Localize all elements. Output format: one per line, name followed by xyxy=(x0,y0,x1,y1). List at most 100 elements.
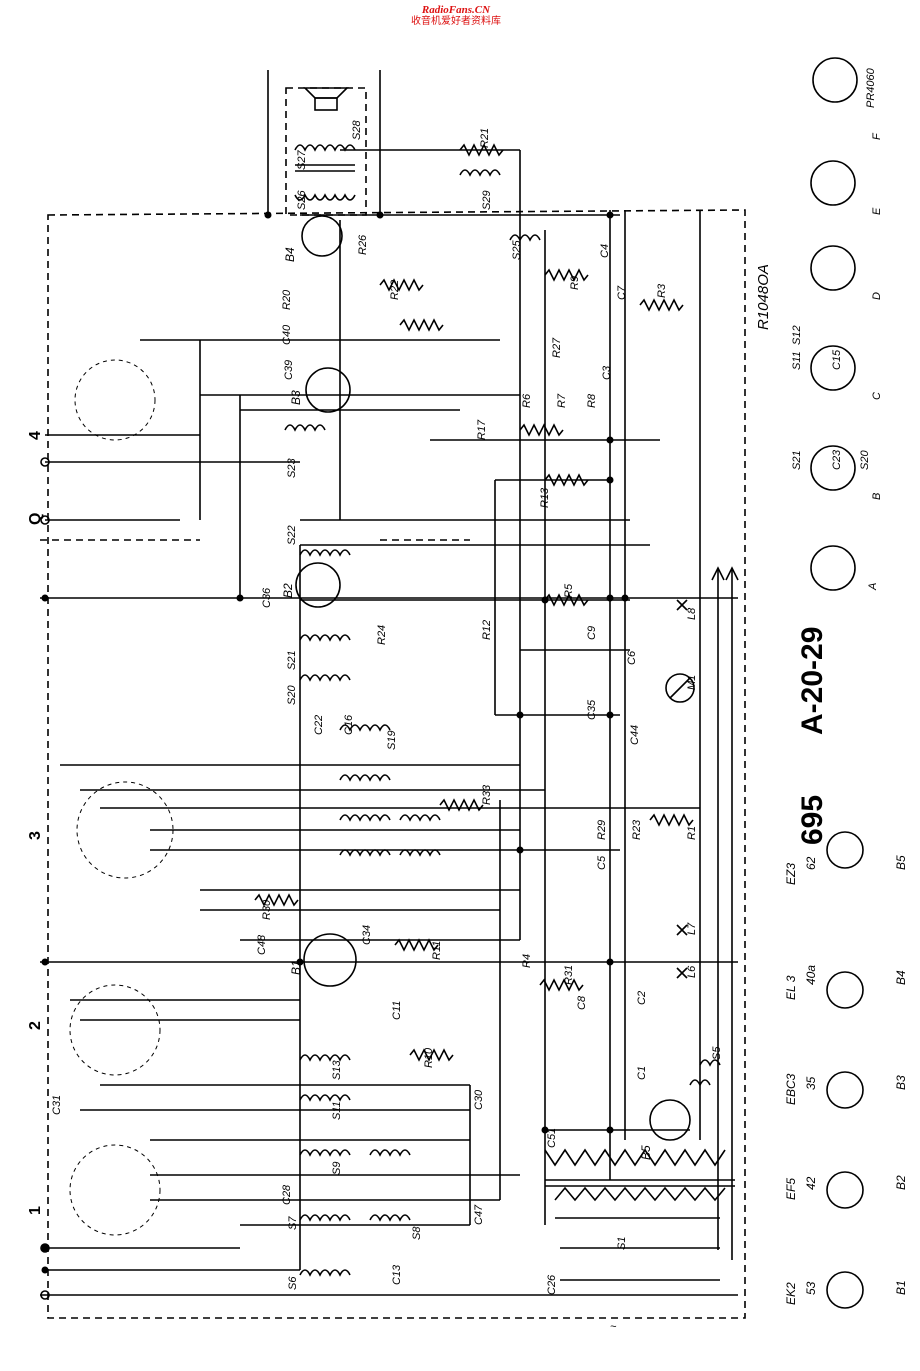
label-s22: S22 xyxy=(286,525,298,545)
label-c22: C22 xyxy=(313,715,325,735)
label-s23: S23 xyxy=(286,458,298,478)
label-r33: R33 xyxy=(481,784,493,805)
coil-unit-c-s12: S12 xyxy=(791,325,803,345)
label-c30: C30 xyxy=(473,1089,485,1110)
coil-unit-d: D xyxy=(871,292,883,300)
label-r17: R17 xyxy=(476,419,488,440)
label-c13: C13 xyxy=(391,1264,403,1285)
coil-unit-b: B xyxy=(871,493,883,500)
tube-pinno-b2: 42 xyxy=(804,1176,818,1190)
label-c7: C7 xyxy=(616,285,628,300)
tube-type-b3: EBC3 xyxy=(784,1073,798,1105)
label-r30: R30 xyxy=(261,899,273,920)
label-r1: R1 xyxy=(686,826,698,840)
label-s26: S26 xyxy=(296,190,308,210)
label-s29: S29 xyxy=(481,190,493,210)
label-l7: L7 xyxy=(686,922,698,935)
speaker-symbol xyxy=(303,87,349,111)
label-r20: R20 xyxy=(281,289,293,310)
tube-label-b3: B3 xyxy=(289,390,303,405)
label-s5: S5 xyxy=(711,1046,723,1060)
label-r10: R10 xyxy=(423,1047,435,1068)
label-s25: S25 xyxy=(511,240,523,260)
label-s1: S1 xyxy=(616,1237,628,1250)
label-r9: R9 xyxy=(569,276,581,290)
label-s19: S19 xyxy=(386,730,398,750)
watermark-site: RadioFans.CN xyxy=(421,4,491,16)
label-c35: C35 xyxy=(586,699,598,720)
label-c4: C4 xyxy=(599,244,611,258)
coil-unit-a: A xyxy=(867,583,879,591)
label-c3: C3 xyxy=(601,365,613,380)
mains-symbol: ~ xyxy=(610,1321,617,1333)
model-number: 695 xyxy=(796,795,829,845)
tube-id-b5: B5 xyxy=(894,855,908,870)
tuning-meter-symbol xyxy=(665,673,695,703)
wafer-label-q: Q xyxy=(27,513,44,525)
label-c39: C39 xyxy=(283,360,295,380)
label-r4: R4 xyxy=(521,954,533,968)
tube-base-diagrams: EZ3 62 B5 EL 3 40a B4 EBC3 35 B3 EF5 42 … xyxy=(784,831,908,1309)
label-c9: C9 xyxy=(586,626,598,640)
label-s8: S8 xyxy=(411,1226,423,1240)
tube-label-b2: B2 xyxy=(281,583,295,598)
wafer-label-3: 3 xyxy=(27,831,44,840)
label-c34: C34 xyxy=(361,925,373,945)
tube-label-b4: B4 xyxy=(283,247,297,262)
tube-type-b4: EL 3 xyxy=(784,975,798,1000)
coil-symbols xyxy=(284,169,721,1277)
label-r29: R29 xyxy=(596,820,608,840)
label-s27: S27 xyxy=(296,150,308,170)
tube-type-b5: EZ3 xyxy=(784,863,798,885)
junction-dots xyxy=(41,211,629,1274)
label-r27: R27 xyxy=(551,337,563,358)
label-l8: L8 xyxy=(686,607,698,620)
wiring-main xyxy=(40,149,738,1296)
drawing-code: R1048OA xyxy=(755,264,772,330)
label-s6: S6 xyxy=(287,1276,299,1290)
label-r8: R8 xyxy=(586,393,598,408)
label-c44: C44 xyxy=(629,725,641,745)
coil-unit-b-c23: C23 xyxy=(831,449,843,470)
tube-label-b1: B1 xyxy=(289,960,303,975)
tube-pinno-b5: 62 xyxy=(804,856,818,870)
label-s20: S20 xyxy=(286,685,298,705)
label-c8: C8 xyxy=(576,995,588,1010)
tube-pinno-b4: 40a xyxy=(804,965,818,985)
wafer-label-4: 4 xyxy=(27,431,44,440)
coil-unit-f: F xyxy=(871,132,883,140)
label-r22: R22 xyxy=(389,280,401,300)
label-r26: R26 xyxy=(357,234,369,255)
tube-envelopes xyxy=(295,215,691,1141)
label-r3: R3 xyxy=(656,283,668,298)
label-c51: C51 xyxy=(546,1128,558,1148)
label-c26: C26 xyxy=(546,1274,558,1295)
watermark: RadioFans.CN 收音机爱好者资料库 xyxy=(402,4,510,28)
tube-id-b1: B1 xyxy=(894,1280,908,1295)
label-r6: R6 xyxy=(521,393,533,408)
tube-type-b2: EF5 xyxy=(784,1178,798,1200)
coil-unit-c: C xyxy=(871,392,883,400)
switch-wafers xyxy=(69,359,174,1236)
coil-unit-c-s11: S11 xyxy=(791,351,803,370)
watermark-caption: 收音机爱好者资料库 xyxy=(411,16,501,27)
label-c6: C6 xyxy=(626,650,638,665)
label-r31: R31 xyxy=(563,965,575,985)
chassis-outline xyxy=(47,209,746,1319)
tube-id-b3: B3 xyxy=(894,1075,908,1090)
label-c1: C1 xyxy=(636,1066,648,1080)
model-type: A-20-29 xyxy=(796,627,829,735)
label-s21: S21 xyxy=(286,650,298,670)
coil-unit-f-code: PR4060 xyxy=(865,67,877,108)
label-l6: L6 xyxy=(686,965,698,978)
coil-unit-b-s21: S21 xyxy=(791,450,803,470)
coil-unit-c-c15: C15 xyxy=(831,349,843,370)
label-m1: M1 xyxy=(686,675,698,690)
lamp-symbols xyxy=(676,599,688,979)
tube-id-b2: B2 xyxy=(894,1175,908,1190)
label-c36: C36 xyxy=(261,587,273,608)
label-c47: C47 xyxy=(473,1204,485,1225)
tube-pinno-b3: 35 xyxy=(804,1076,818,1090)
label-r21: R21 xyxy=(479,128,491,148)
